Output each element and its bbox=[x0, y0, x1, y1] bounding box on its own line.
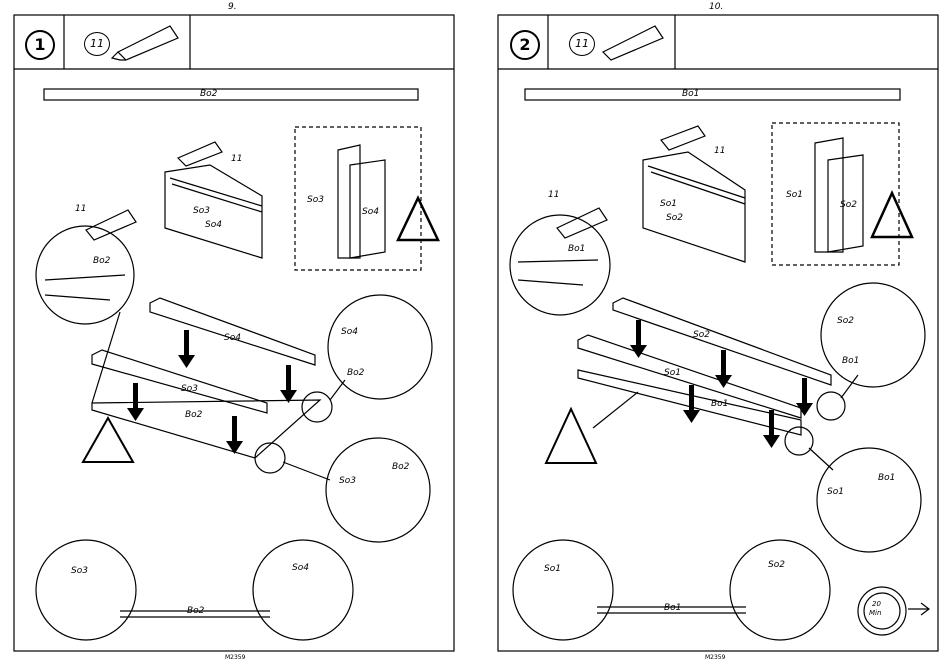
board-label: So1 bbox=[660, 199, 677, 209]
timer-minutes: 20 bbox=[872, 600, 881, 608]
detail-label: So3 bbox=[307, 195, 324, 205]
page-number: 10. bbox=[709, 2, 723, 12]
panel-strip bbox=[44, 89, 418, 100]
zoom-label: Bo1 bbox=[878, 473, 895, 483]
detail-label: So2 bbox=[840, 200, 857, 210]
board-label: So4 bbox=[205, 220, 222, 230]
panel-label: Bo1 bbox=[711, 399, 728, 409]
bottom-label: So3 bbox=[71, 566, 88, 576]
detail-label: So4 bbox=[362, 207, 379, 217]
glue-label: 11 bbox=[75, 204, 86, 214]
timer-icon bbox=[858, 587, 906, 635]
panel-label: Bo2 bbox=[200, 89, 217, 99]
bottom-label: Bo2 bbox=[187, 606, 204, 616]
zoom-label: Bo1 bbox=[568, 244, 585, 254]
page-left: 9. 1 11 Bo2 11 11 So3 So4 So3 So4 Bo2 So… bbox=[0, 0, 460, 667]
panel-label: Bo1 bbox=[682, 89, 699, 99]
zoom-label: So1 bbox=[827, 487, 844, 497]
zoom-label: So2 bbox=[837, 316, 854, 326]
zoom-label: So4 bbox=[341, 327, 358, 337]
glue-label: 11 bbox=[231, 154, 242, 164]
panel-strip bbox=[525, 89, 900, 100]
zoom-label: Bo2 bbox=[347, 368, 364, 378]
zoom-label: So3 bbox=[339, 476, 356, 486]
glue-reference: 11 bbox=[569, 32, 595, 56]
step-number: 2 bbox=[510, 30, 540, 60]
glue-tube-icon bbox=[661, 126, 705, 150]
glue-tube-icon bbox=[118, 26, 178, 60]
timer-unit: Min bbox=[869, 609, 881, 617]
page-right: 10. 2 11 Bo1 11 11 So1 So2 So1 So2 Bo1 S… bbox=[483, 0, 943, 667]
zoom-label: Bo1 bbox=[842, 356, 859, 366]
board-label: So2 bbox=[666, 213, 683, 223]
board-label: So1 bbox=[664, 368, 681, 378]
page-number: 9. bbox=[228, 2, 237, 12]
glue-label: 11 bbox=[548, 190, 559, 200]
bottom-label: So4 bbox=[292, 563, 309, 573]
glue-tube-icon bbox=[603, 26, 663, 60]
panel-label: Bo2 bbox=[185, 410, 202, 420]
glue-tube-icon bbox=[86, 210, 136, 240]
detail-label: So1 bbox=[786, 190, 803, 200]
board-label: So3 bbox=[193, 206, 210, 216]
bottom-label: Bo1 bbox=[664, 603, 681, 613]
zoom-label: Bo2 bbox=[392, 462, 409, 472]
bottom-label: So1 bbox=[544, 564, 561, 574]
footer-code: M2359 bbox=[225, 654, 245, 661]
glue-reference: 11 bbox=[84, 32, 110, 56]
glue-tube-icon bbox=[178, 142, 222, 166]
step-number: 1 bbox=[25, 30, 55, 60]
glue-label: 11 bbox=[714, 146, 725, 156]
board-label: So3 bbox=[181, 384, 198, 394]
zoom-label: Bo2 bbox=[93, 256, 110, 266]
footer-code: M2359 bbox=[705, 654, 725, 661]
bottom-label: So2 bbox=[768, 560, 785, 570]
board-label: So2 bbox=[693, 330, 710, 340]
board-label: So4 bbox=[224, 333, 241, 343]
